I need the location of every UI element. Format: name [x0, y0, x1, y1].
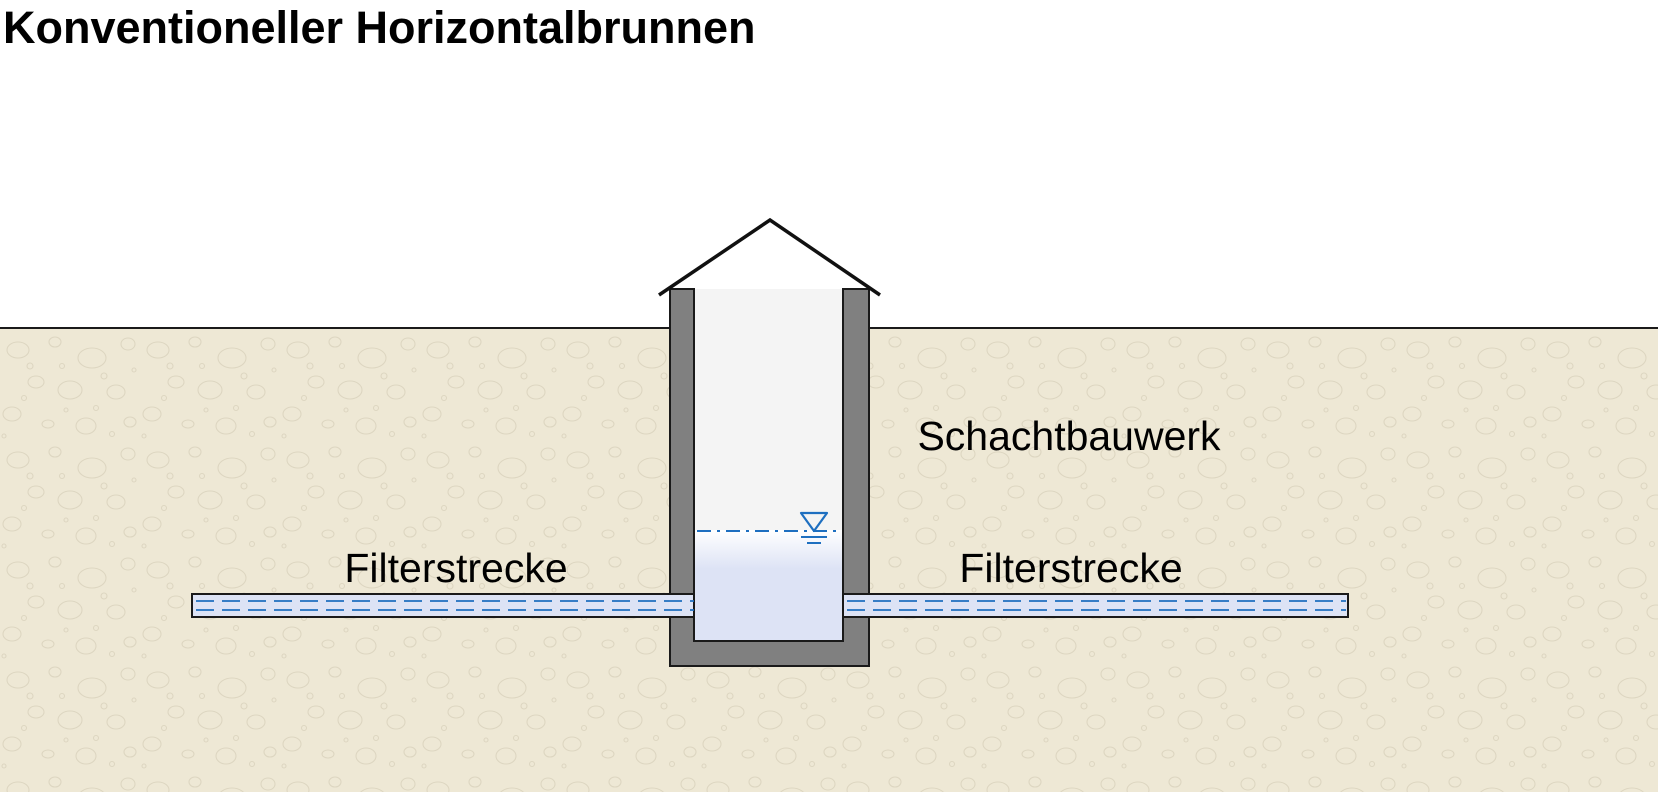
diagram-title: Konventioneller Horizontalbrunnen [3, 2, 756, 53]
shaft-label: Schachtbauwerk [917, 413, 1221, 459]
shaft-wall-right [842, 288, 870, 595]
filter-label-right: Filterstrecke [959, 545, 1182, 591]
filter-label-left: Filterstrecke [344, 545, 567, 591]
filter-pipe-left [191, 593, 695, 618]
shaft-roof [658, 217, 881, 297]
filter-pipe-right [842, 593, 1349, 618]
shaft-wall-left [669, 288, 695, 595]
filter-pipe-left-flow-lines [196, 600, 694, 611]
filter-pipe-right-flow-lines [847, 600, 1346, 611]
shaft-water [694, 530, 843, 641]
water-level-triangle-icon [799, 511, 829, 544]
shaft-wall-bottom [669, 616, 870, 667]
